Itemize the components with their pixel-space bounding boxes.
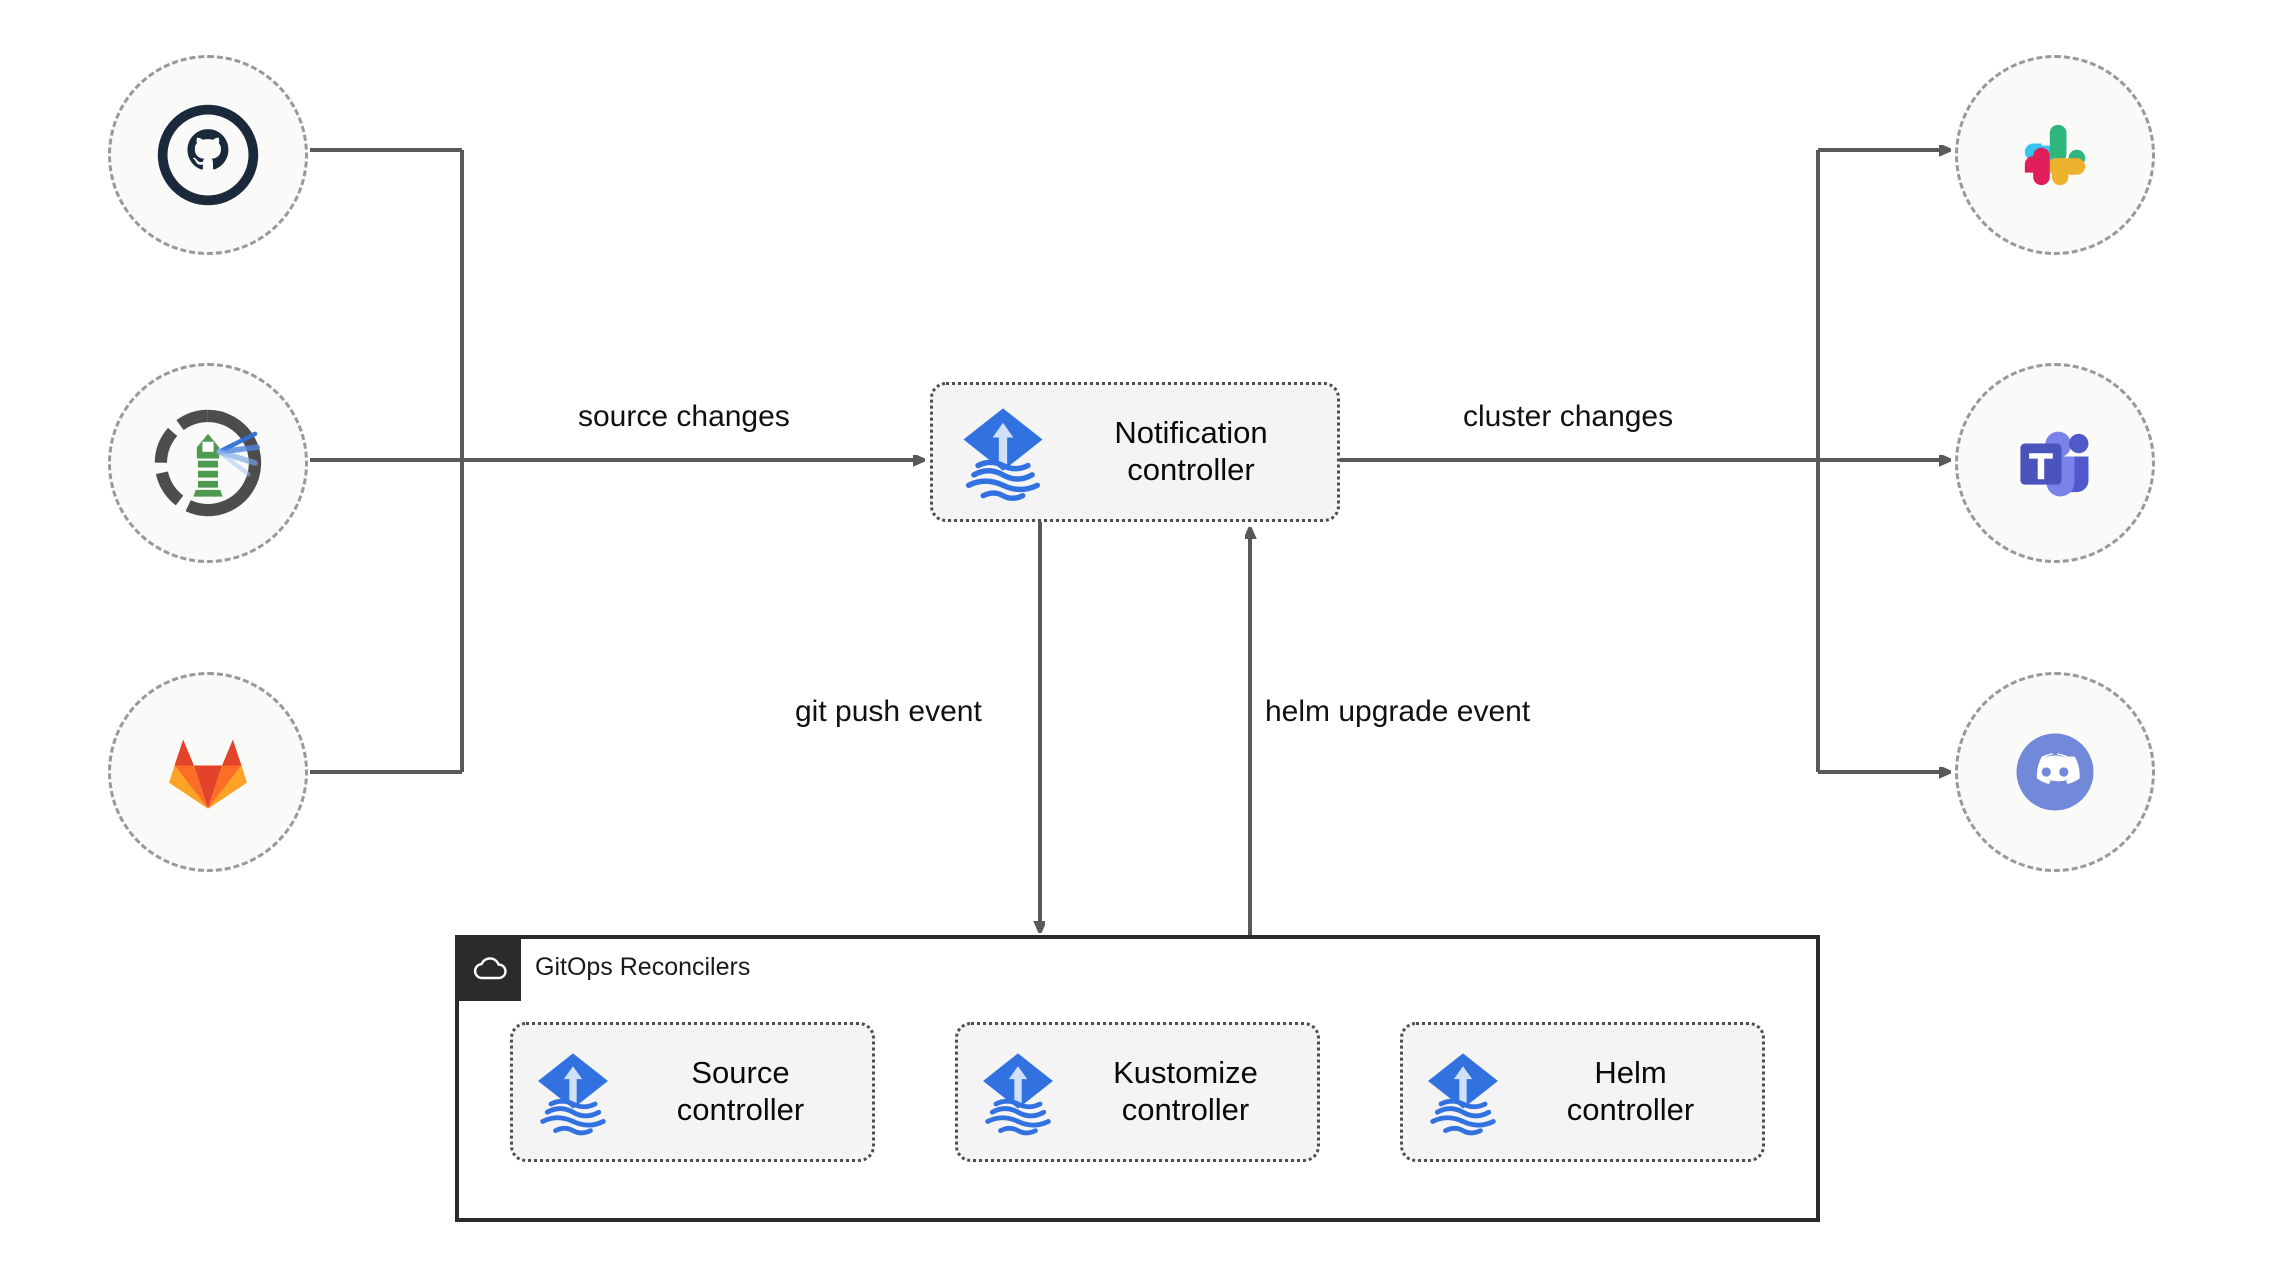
kustomize-controller-label: Kustomize controller	[1113, 1055, 1258, 1127]
gitlab-icon	[169, 739, 247, 809]
github-icon	[157, 104, 259, 206]
discord-icon	[2016, 733, 2094, 811]
target-node-slack[interactable]	[1955, 55, 2155, 255]
target-node-teams[interactable]	[1955, 363, 2155, 563]
gitops-container-title: GitOps Reconcilers	[535, 953, 751, 981]
flux-lighthouse-icon	[154, 409, 262, 517]
helm-controller-node[interactable]: Helm controller	[1400, 1022, 1765, 1162]
flux-controller-icon	[1428, 1053, 1498, 1136]
source-node-gitlab[interactable]	[108, 672, 308, 872]
edge-label-git-push-event: git push event	[795, 695, 982, 728]
teams-icon	[2020, 431, 2089, 497]
source-node-github[interactable]	[108, 55, 308, 255]
edge-label-helm-upgrade-event: helm upgrade event	[1265, 695, 1531, 728]
flux-controller-icon	[538, 1053, 608, 1136]
source-controller-node[interactable]: Source controller	[510, 1022, 875, 1162]
notification-controller-label: Notification controller	[1114, 415, 1268, 487]
flux-controller-icon	[983, 1053, 1053, 1136]
slack-icon	[2024, 124, 2086, 186]
flux-controller-icon	[963, 408, 1043, 501]
edge-label-source-changes: source changes	[578, 400, 790, 433]
source-controller-label: Source controller	[676, 1055, 805, 1127]
target-node-discord[interactable]	[1955, 672, 2155, 872]
kustomize-controller-node[interactable]: Kustomize controller	[955, 1022, 1320, 1162]
notification-controller-node[interactable]: Notification controller	[930, 382, 1340, 522]
helm-controller-label: Helm controller	[1566, 1055, 1695, 1127]
source-node-flux[interactable]	[108, 363, 308, 563]
cloud-icon	[459, 939, 521, 1001]
edge-label-cluster-changes: cluster changes	[1463, 400, 1674, 433]
